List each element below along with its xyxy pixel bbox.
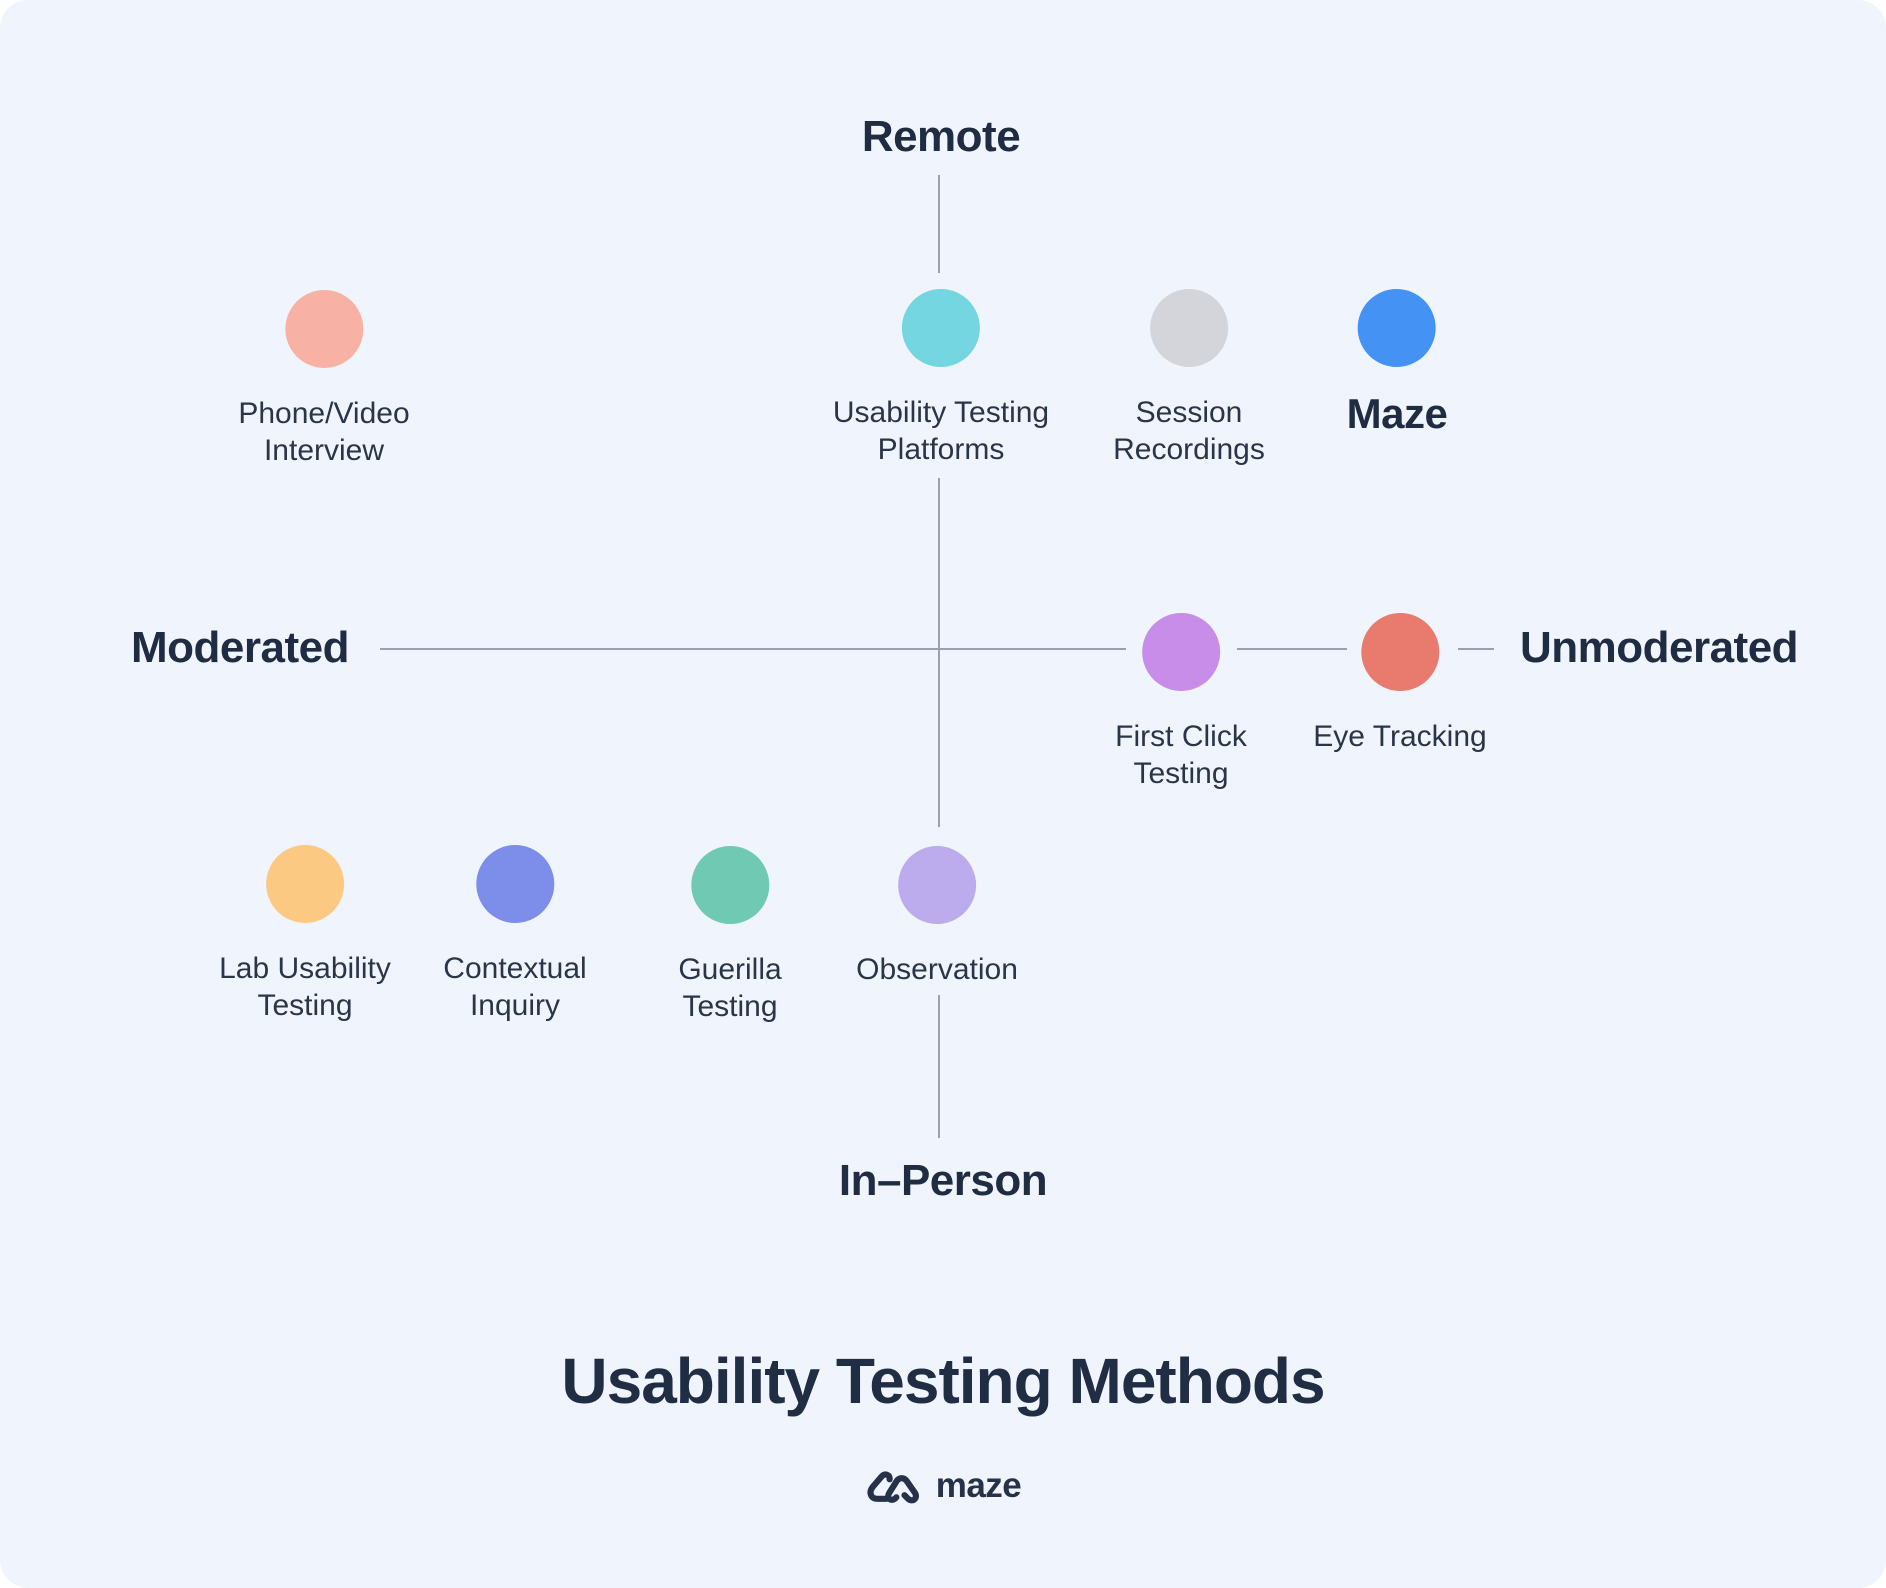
node-phone-video-interview: Phone/Video Interview <box>238 290 410 469</box>
horizontal-axis-middle-segment <box>1237 648 1347 650</box>
axis-label-in-person: In–Person <box>838 1156 1048 1205</box>
guerilla-testing-label: Guerilla Testing <box>678 953 782 1023</box>
maze-brand: maze <box>865 1466 1022 1506</box>
vertical-axis-middle-segment <box>938 478 940 827</box>
node-contextual-inquiry: Contextual Inquiry <box>443 845 587 1024</box>
phone-video-interview-label: Phone/Video Interview <box>238 397 410 467</box>
node-maze: Maze <box>1347 289 1448 437</box>
node-usability-testing-platforms: Usability Testing Platforms <box>833 289 1049 468</box>
horizontal-axis-left-segment <box>380 648 1126 650</box>
first-click-testing-dot <box>1142 613 1220 691</box>
node-observation: Observation <box>856 846 1018 988</box>
observation-label: Observation <box>856 953 1018 986</box>
axis-label-remote: Remote <box>861 112 1021 161</box>
phone-video-interview-dot <box>285 290 363 368</box>
node-lab-usability-testing: Lab Usability Testing <box>219 845 391 1024</box>
node-guerilla-testing: Guerilla Testing <box>678 846 782 1025</box>
node-session-recordings: Session Recordings <box>1113 289 1265 468</box>
maze-logo-icon <box>867 1471 919 1503</box>
maze-label: Maze <box>1346 390 1448 437</box>
vertical-axis-bottom-segment <box>938 995 940 1138</box>
session-recordings-dot <box>1150 289 1228 367</box>
session-recordings-label: Session Recordings <box>1113 396 1265 466</box>
axis-label-moderated: Moderated <box>131 623 349 672</box>
vertical-axis-top-segment <box>938 175 940 273</box>
lab-usability-testing-label: Lab Usability Testing <box>219 952 391 1022</box>
node-first-click-testing: First Click Testing <box>1115 613 1247 792</box>
maze-dot <box>1357 289 1436 367</box>
eye-tracking-dot <box>1360 613 1439 691</box>
contextual-inquiry-label: Contextual Inquiry <box>443 952 587 1022</box>
contextual-inquiry-dot <box>476 845 554 923</box>
usability-testing-platforms-dot <box>902 289 980 367</box>
lab-usability-testing-dot <box>265 845 344 923</box>
observation-dot <box>898 846 976 924</box>
node-eye-tracking: Eye Tracking <box>1313 613 1487 755</box>
horizontal-axis-right-segment <box>1458 648 1494 650</box>
usability-testing-platforms-label: Usability Testing Platforms <box>832 396 1050 466</box>
guerilla-testing-dot <box>691 846 769 924</box>
page-title: Usability Testing Methods <box>561 1345 1325 1417</box>
first-click-testing-label: First Click Testing <box>1115 720 1247 790</box>
axis-label-unmoderated: Unmoderated <box>1519 623 1799 672</box>
eye-tracking-label: Eye Tracking <box>1313 720 1487 753</box>
maze-wordmark: maze <box>935 1466 1022 1505</box>
